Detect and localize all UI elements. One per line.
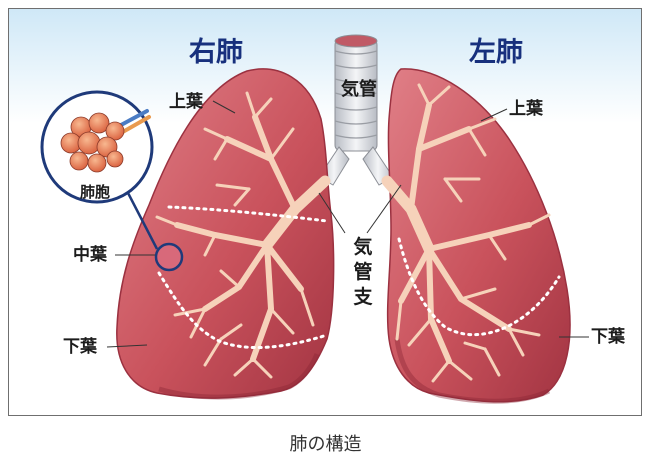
left-lung-title: 左肺 xyxy=(469,39,523,66)
right-upper-lobe-label: 上葉 xyxy=(169,94,203,111)
trachea-label: 気管 xyxy=(341,81,377,99)
left-lower-lobe-label: 下葉 xyxy=(591,329,625,346)
alveolus-label: 肺胞 xyxy=(80,185,110,200)
figure-caption: 肺の構造 xyxy=(0,430,651,456)
bronchi-label: 気管支 xyxy=(351,235,375,310)
right-lung-title: 右肺 xyxy=(189,39,243,66)
middle-lobe-label: 中葉 xyxy=(73,247,107,264)
right-lower-lobe-label: 下葉 xyxy=(63,339,97,356)
left-upper-lobe-label: 上葉 xyxy=(509,101,543,118)
lung-diagram xyxy=(9,9,642,416)
magnify-target-circle xyxy=(156,244,182,270)
diagram-frame: 右肺 左肺 気管 上葉 上葉 肺胞 中葉 下葉 下葉 気管支 xyxy=(8,8,642,416)
